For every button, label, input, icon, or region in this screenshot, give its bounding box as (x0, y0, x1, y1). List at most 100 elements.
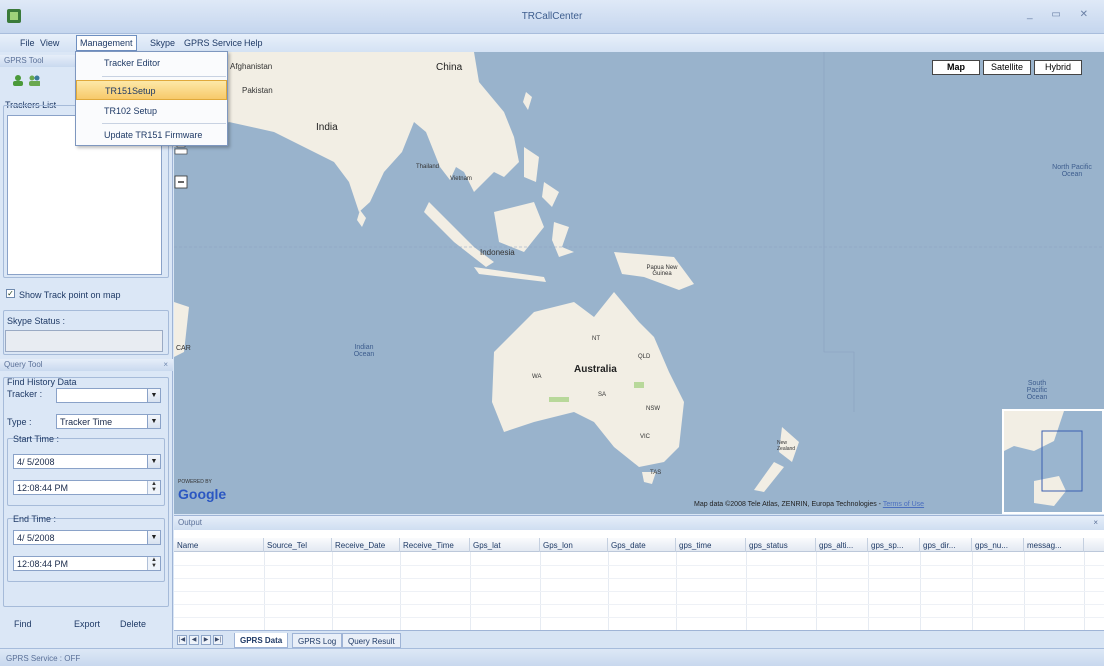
window-controls[interactable]: _ ▭ ✕ (1027, 9, 1096, 20)
end-date-value: 4/ 5/2008 (17, 533, 55, 543)
tab-gprs-data[interactable]: GPRS Data (234, 633, 289, 648)
end-time-group (7, 518, 165, 582)
menu-bar: File View Management Skype GPRS Service … (0, 34, 1104, 52)
col-gps-lon[interactable]: Gps_lon (540, 538, 608, 552)
overview-map[interactable] (1002, 409, 1104, 514)
col-name[interactable]: Name (174, 538, 264, 552)
close-icon[interactable]: × (1093, 518, 1098, 527)
col-gps-lat[interactable]: Gps_lat (470, 538, 540, 552)
end-time-label: End Time : (13, 514, 57, 524)
type-label: Type : (7, 417, 32, 427)
tracker-combo[interactable]: ▼ (56, 388, 161, 403)
start-date-picker[interactable]: 4/ 5/2008 ▼ (13, 454, 161, 469)
start-date-value: 4/ 5/2008 (17, 457, 55, 467)
col-gps-time[interactable]: gps_time (676, 538, 746, 552)
overview-map-land (1004, 411, 1083, 506)
label-indian-ocean: Indian Ocean (353, 344, 375, 358)
label-afghanistan: Afghanistan (230, 62, 273, 71)
end-time-spinner[interactable]: 12:08:44 PM ▲▼ (13, 556, 161, 571)
type-value: Tracker Time (60, 417, 113, 427)
show-track-checkbox[interactable]: ✓ (6, 289, 15, 298)
type-combo[interactable]: Tracker Time ▼ (56, 414, 161, 429)
col-gps-status[interactable]: gps_status (746, 538, 816, 552)
first-page-button[interactable]: |◀ (177, 635, 187, 645)
label-wa: WA (532, 374, 542, 380)
spinner-icon[interactable]: ▲▼ (147, 481, 160, 494)
menu-tracker-editor[interactable]: Tracker Editor (104, 58, 161, 68)
query-tool-title: Query Tool (4, 360, 43, 369)
title-bar: TRCallCenter _ ▭ ✕ (0, 0, 1104, 34)
col-message[interactable]: messag... (1024, 538, 1084, 552)
map-type-satellite[interactable]: Satellite (983, 60, 1031, 75)
terms-link[interactable]: Terms of Use (882, 501, 925, 508)
skype-status-group (3, 310, 169, 355)
chevron-down-icon[interactable]: ▼ (147, 415, 160, 428)
col-gps-sp[interactable]: gps_sp... (868, 538, 920, 552)
col-source-tel[interactable]: Source_Tel (264, 538, 332, 552)
label-south-pacific: South Pacific Ocean (1026, 380, 1048, 401)
export-button[interactable]: Export (74, 619, 101, 629)
menu-view[interactable]: View (40, 38, 60, 48)
find-button[interactable]: Find (14, 619, 32, 629)
skype-status-label: Skype Status : (7, 316, 66, 326)
spinner-icon[interactable]: ▲▼ (147, 557, 160, 570)
label-nsw: NSW (646, 406, 660, 412)
col-gps-alti[interactable]: gps_alti... (816, 538, 868, 552)
label-new-zealand: New Zealand (777, 440, 796, 452)
google-logo[interactable]: Google (178, 486, 226, 502)
label-qld: QLD (638, 354, 651, 360)
label-tas: TAS (650, 470, 662, 476)
chevron-down-icon[interactable]: ▼ (147, 455, 160, 468)
menu-tr151setup[interactable]: TR151Setup (76, 80, 227, 100)
col-gps-date[interactable]: Gps_date (608, 538, 676, 552)
label-thailand: Thailand (416, 164, 440, 170)
map-view[interactable]: Map Satellite Hybrid Afghanistan Pakista… (174, 52, 1104, 514)
label-nt: NT (592, 336, 600, 342)
output-title: Output (178, 518, 203, 527)
output-tabbar: |◀ ◀ ▶ ▶| GPRS Data GPRS Log Query Resul… (174, 630, 1104, 649)
label-vietnam: Vietnam (450, 176, 472, 182)
management-dropdown: Tracker Editor TR151Setup TR102 Setup Up… (75, 51, 228, 146)
end-time-value: 12:08:44 PM (17, 559, 69, 569)
col-receive-date[interactable]: Receive_Date (332, 538, 400, 552)
prev-page-button[interactable]: ◀ (189, 635, 199, 645)
start-time-spinner[interactable]: 12:08:44 PM▲▼ (13, 480, 161, 495)
menu-file[interactable]: File (20, 38, 35, 48)
add-user-icon[interactable] (12, 74, 24, 86)
users-icon[interactable] (28, 74, 40, 86)
map-copyright: Map data ©2008 Tele Atlas, ZENRIN, Europ… (694, 501, 924, 508)
menu-gprs-service[interactable]: GPRS Service (184, 38, 243, 48)
label-car: CAR (176, 345, 191, 352)
app-icon (7, 9, 21, 23)
delete-button[interactable]: Delete (120, 619, 147, 629)
next-page-button[interactable]: ▶ (201, 635, 211, 645)
tab-gprs-log[interactable]: GPRS Log (292, 633, 343, 648)
menu-help[interactable]: Help (244, 38, 263, 48)
tab-query-result[interactable]: Query Result (342, 633, 401, 648)
col-gps-dir[interactable]: gps_dir... (920, 538, 972, 552)
chevron-down-icon[interactable]: ▼ (147, 531, 160, 544)
menu-tr102-setup[interactable]: TR102 Setup (104, 106, 158, 116)
powered-by-label: POWERED BY (178, 479, 212, 485)
output-pane: Output × Name Source_Tel Receive_Date Re… (174, 515, 1104, 649)
tracker-label: Tracker : (7, 389, 43, 399)
data-grid-header: Name Source_Tel Receive_Date Receive_Tim… (174, 538, 1104, 552)
col-receive-time[interactable]: Receive_Time (400, 538, 470, 552)
menu-update-firmware[interactable]: Update TR151 Firmware (104, 130, 203, 140)
menu-management[interactable]: Management (76, 35, 137, 51)
map-type-hybrid[interactable]: Hybrid (1034, 60, 1082, 75)
menu-skype[interactable]: Skype (150, 38, 176, 48)
start-time-group (7, 438, 165, 506)
col-gps-nu[interactable]: gps_nu... (972, 538, 1024, 552)
end-date-picker[interactable]: 4/ 5/2008 ▼ (13, 530, 161, 545)
close-icon[interactable]: × (163, 360, 168, 369)
chevron-down-icon[interactable]: ▼ (147, 389, 160, 402)
google-logo-text: Google (178, 486, 227, 502)
map-type-map[interactable]: Map (932, 60, 980, 75)
label-papua-new-guinea: Papua New Guinea (646, 265, 678, 277)
label-sa: SA (598, 392, 607, 398)
label-india: India (316, 122, 338, 133)
label-pakistan: Pakistan (242, 86, 273, 95)
last-page-button[interactable]: ▶| (213, 635, 223, 645)
left-panel: GPRS Tool Trackers List ✓ Show Track poi… (0, 52, 173, 648)
